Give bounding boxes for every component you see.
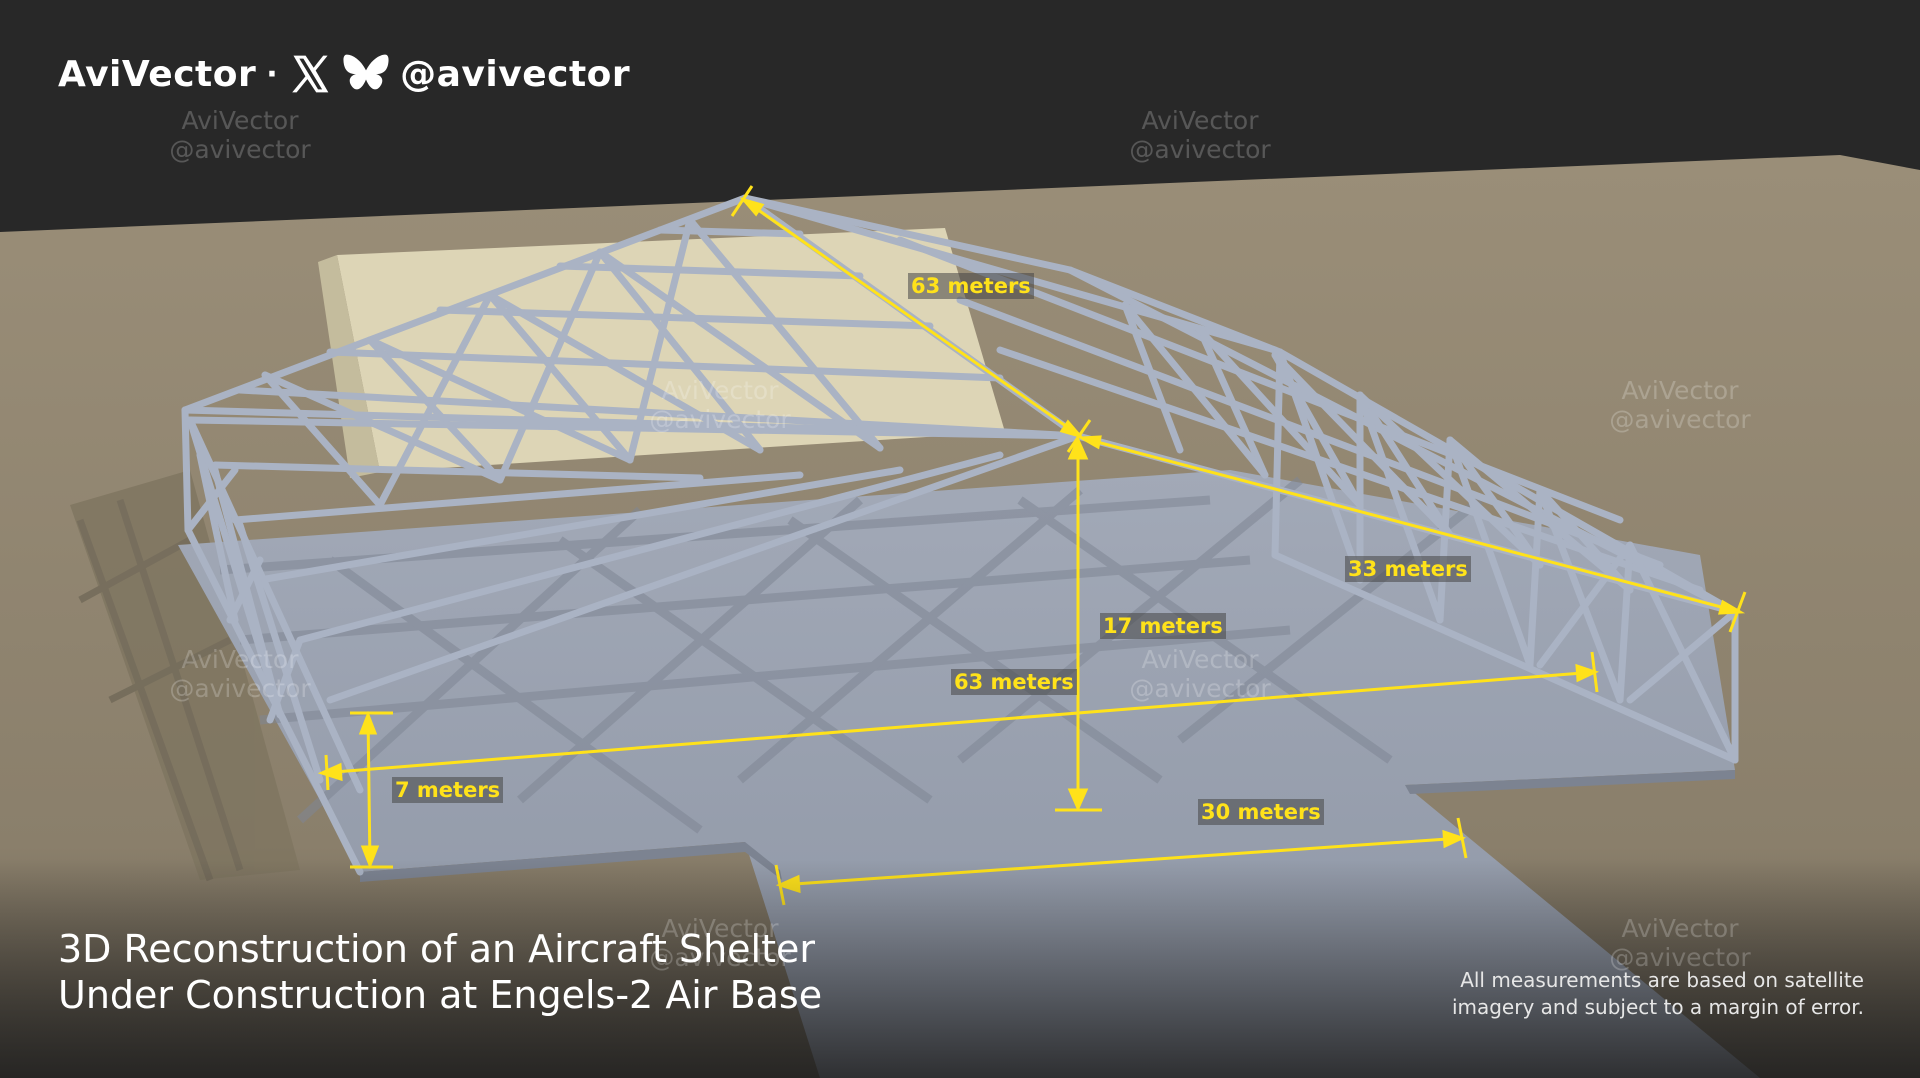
bottom-fade	[0, 860, 1920, 1078]
title-line-2: Under Construction at Engels-2 Air Base	[58, 973, 823, 1017]
disclaimer-line-2: imagery and subject to a margin of error…	[1451, 995, 1864, 1019]
label-wall-height: 7 meters	[392, 777, 504, 803]
dimension-lines	[317, 185, 1747, 906]
watermark: AviVector@avivector	[1129, 645, 1271, 703]
disclaimer-line-1: All measurements are based on satellite	[1460, 968, 1864, 992]
title-line-1: 3D Reconstruction of an Aircraft Shelter	[58, 927, 816, 971]
watermark: AviVector@avivector	[169, 645, 311, 703]
watermark: AviVector@avivector	[649, 914, 791, 972]
label-roof-slope: 33 meters	[1345, 556, 1471, 582]
label-ridge-height: 17 meters	[1100, 613, 1226, 639]
label-roof-length: 63 meters	[908, 273, 1034, 299]
brand-header: AviVector · @avivector	[58, 52, 630, 96]
disclaimer: All measurements are based on satellite …	[1452, 967, 1864, 1021]
label-apron-width: 30 meters	[1198, 799, 1324, 825]
label-floor-length: 63 meters	[951, 669, 1077, 695]
watermark: AviVector@avivector	[649, 376, 791, 434]
butterfly-icon	[343, 54, 389, 90]
brand-separator: ·	[266, 56, 279, 92]
watermark: AviVector@avivector	[1609, 914, 1751, 972]
x-logo-icon	[292, 55, 329, 93]
page-title: 3D Reconstruction of an Aircraft Shelter…	[58, 926, 822, 1018]
brand-handle: @avivector	[400, 53, 631, 95]
ground-shadow	[70, 470, 300, 882]
watermark: AviVector@avivector	[169, 106, 311, 164]
watermark: AviVector@avivector	[1609, 376, 1751, 434]
truss-structure	[181, 194, 1739, 876]
watermark: AviVector@avivector	[1129, 106, 1271, 164]
brand-name: AviVector	[58, 53, 257, 95]
